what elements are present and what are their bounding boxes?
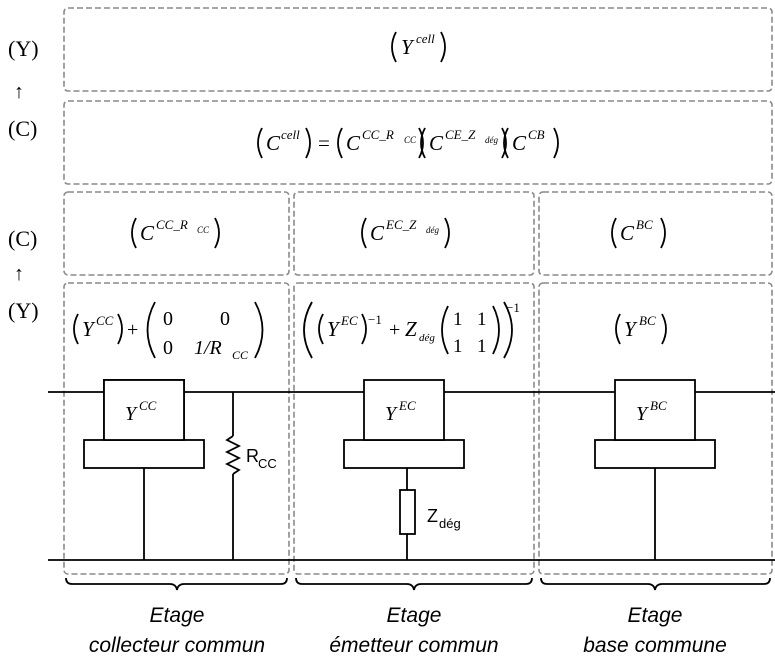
- formula-bc-chain: C BC: [611, 217, 666, 249]
- formula-cc-chain: C CC_R CC: [131, 217, 220, 249]
- svg-text:C: C: [620, 221, 635, 245]
- block-y-ec-sup: EC: [398, 398, 416, 413]
- svg-text:C: C: [140, 221, 155, 245]
- stage-cc-line1: Etage: [150, 604, 205, 627]
- block-y-bc-sup: BC: [650, 398, 667, 413]
- cc-adm-plus: +: [127, 319, 138, 341]
- cell-y-symbol: Y: [401, 35, 415, 59]
- svg-text:C: C: [266, 131, 281, 155]
- ec-adm-sup: EC: [340, 313, 358, 328]
- svg-text:Y: Y: [624, 317, 638, 341]
- cc-chain-sub: CC: [197, 225, 210, 235]
- cc-adm-m11: 0: [163, 308, 173, 330]
- bc-adm-sup: BC: [639, 313, 656, 328]
- arrow-up-stage: ↑: [14, 263, 24, 285]
- svg-text:C: C: [512, 131, 527, 155]
- cc-chain-sup: CC_R: [156, 217, 188, 232]
- block-y-ec-port: [343, 439, 465, 469]
- formula-cell-c: C cell = C CC_R CC C CE_Z dég C CB: [257, 127, 559, 159]
- block-y-ec-symbol: Y: [385, 403, 398, 425]
- cc-adm-m22-sub: CC: [232, 348, 249, 362]
- cc-adm-m21: 0: [163, 337, 173, 359]
- svg-text:C: C: [346, 131, 361, 155]
- resistor-rcc-sub: CC: [258, 456, 277, 471]
- label-c-stage: (C): [8, 226, 37, 251]
- cc-adm-m22: 1/R: [194, 337, 222, 359]
- cell-y-sup: cell: [416, 31, 435, 46]
- label-y-stage: (Y): [8, 298, 39, 323]
- cell-c-sup: cell: [281, 127, 300, 142]
- impedance-zdeg-label: Z: [427, 506, 438, 526]
- cc-adm-m12: 0: [220, 308, 230, 330]
- ec-adm-plus: +: [389, 319, 400, 341]
- block-y-cc-symbol: Y: [125, 403, 138, 425]
- svg-text:Y: Y: [82, 317, 96, 341]
- ec-adm-m12: 1: [477, 309, 487, 330]
- ec-adm-z: Z: [405, 317, 417, 341]
- impedance-zdeg-sub: dég: [439, 516, 461, 531]
- box-ec-stage: [293, 282, 535, 575]
- ec-adm-m21: 1: [453, 336, 463, 357]
- cell-c-term2-sub: dég: [485, 135, 498, 145]
- box-cc-stage: [63, 282, 290, 575]
- box-cc-chain: [63, 191, 290, 276]
- ec-adm-z-sub: dég: [419, 332, 435, 344]
- ec-chain-sub: dég: [426, 225, 439, 235]
- block-y-cc-port: [83, 439, 205, 469]
- box-bc-stage: [538, 282, 773, 575]
- box-ec-chain: [293, 191, 535, 276]
- resistor-rcc: [224, 435, 242, 475]
- ec-adm-m11: 1: [453, 309, 463, 330]
- cell-c-term3-sup: CB: [528, 127, 545, 142]
- stage-ec-line2: émetteur commun: [329, 634, 498, 657]
- circuit: Y CC R CC Y EC Z dég Y BC: [48, 379, 775, 561]
- svg-text:Y: Y: [327, 317, 341, 341]
- block-y-cc-sup: CC: [139, 398, 157, 413]
- block-y-bc-port: [594, 439, 716, 469]
- svg-text:C: C: [429, 131, 444, 155]
- brace-ec: [295, 577, 533, 591]
- formula-cell-y: Y cell: [391, 31, 446, 63]
- cell-c-term1-sup: CC_R: [362, 127, 394, 142]
- block-y-bc-symbol: Y: [636, 403, 649, 425]
- stage-bc-line1: Etage: [628, 604, 683, 627]
- brace-cc: [65, 577, 288, 591]
- stage-ec-line1: Etage: [387, 604, 442, 627]
- block-y-bc: [614, 379, 696, 441]
- bc-chain-sup: BC: [636, 217, 653, 232]
- box-cell-y: [63, 7, 773, 92]
- ec-adm-inv: −1: [368, 312, 382, 327]
- ec-adm-outer-inv: −1: [506, 300, 520, 315]
- cell-c-equals: =: [318, 131, 330, 155]
- cell-c-term2-sup: CE_Z: [445, 127, 476, 142]
- block-y-ec: [363, 379, 445, 441]
- ec-adm-m22: 1: [477, 336, 487, 357]
- resistor-rcc-label: R: [246, 446, 259, 466]
- cc-adm-sup: CC: [96, 313, 114, 328]
- ec-chain-sup: EC_Z: [385, 217, 417, 232]
- formula-cc-admittance: Y CC + 0 0 0 1/R CC: [73, 301, 264, 362]
- cell-c-term1-sub: CC: [404, 135, 417, 145]
- arrow-up-top: ↑: [14, 81, 24, 103]
- label-c-top: (C): [8, 116, 37, 141]
- stage-bc-line2: base commune: [583, 634, 727, 657]
- label-y-top: (Y): [8, 36, 39, 61]
- formula-bc-admittance: Y BC: [615, 313, 667, 345]
- stage-cc-line2: collecteur commun: [89, 634, 265, 657]
- box-cell-c: [63, 100, 773, 185]
- impedance-zdeg: [399, 489, 416, 535]
- formula-ec-chain: C EC_Z dég: [361, 217, 450, 249]
- box-bc-chain: [538, 191, 773, 276]
- brace-bc: [540, 577, 771, 591]
- svg-text:C: C: [370, 221, 385, 245]
- formula-ec-admittance: Y EC −1 + Z dég 1 1 1 1 −1: [303, 300, 520, 359]
